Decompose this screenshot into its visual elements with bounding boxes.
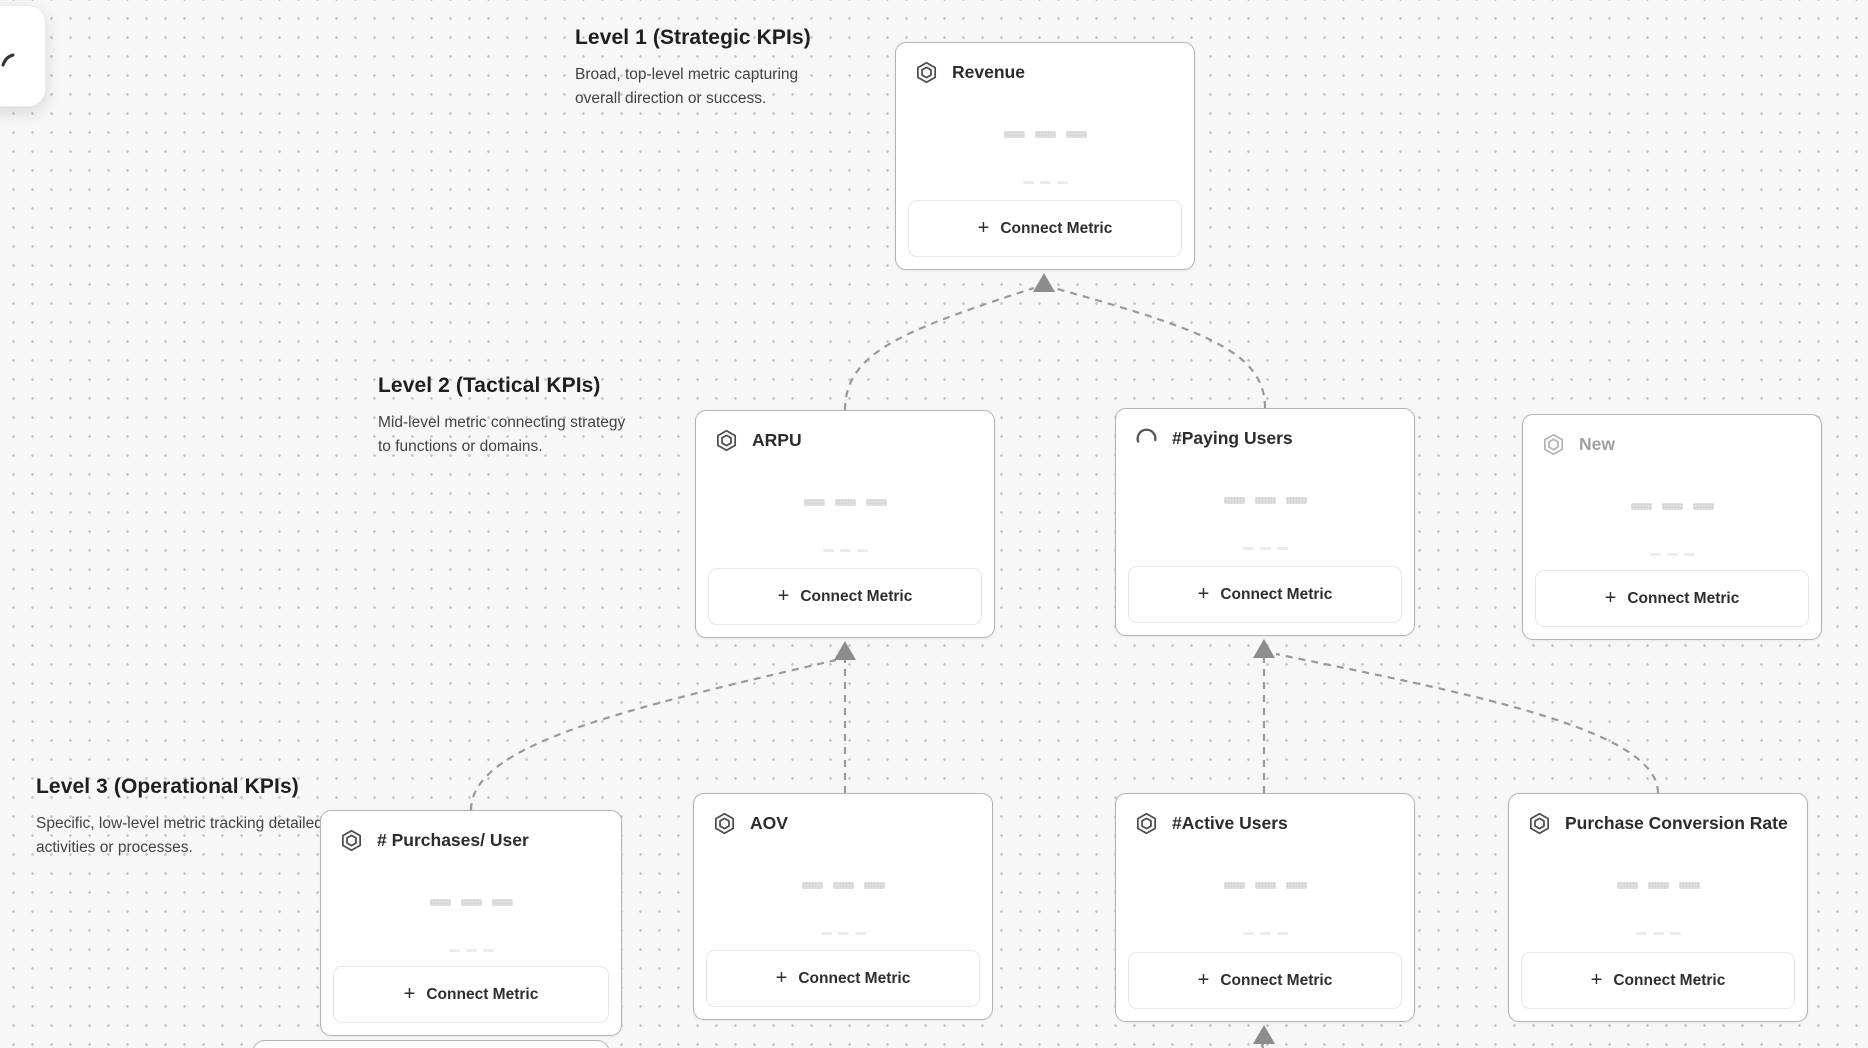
- connector-arpu-to-revenue: [843, 286, 1035, 411]
- card-title: New: [1579, 434, 1615, 454]
- plus-icon: +: [1197, 582, 1210, 605]
- arrowhead-into-activeusers: [1253, 1025, 1275, 1044]
- hexagon-icon: [916, 61, 937, 84]
- connector-below-activeusers: [1260, 1042, 1265, 1048]
- card-title: AOV: [750, 813, 788, 833]
- card-title: # Purchases/ User: [377, 830, 529, 850]
- connect-metric-label: Connect Metric: [800, 587, 913, 605]
- card-title: #Active Users: [1172, 813, 1288, 833]
- metric-card-purchases-per-user[interactable]: # Purchases/ User + Connect Metric: [320, 810, 622, 1036]
- arrowhead-into-payingusers: [1253, 639, 1275, 658]
- metric-card-partial-bottom[interactable]: [252, 1040, 610, 1048]
- metric-card-purchase-conversion-rate[interactable]: Purchase Conversion Rate + Connect Metri…: [1508, 793, 1808, 1022]
- plus-icon: +: [977, 216, 990, 239]
- plus-icon: +: [1590, 968, 1603, 991]
- hexagon-icon: [1543, 433, 1564, 456]
- hexagon-icon: [341, 829, 362, 852]
- level-2-heading: Level 2 (Tactical KPIs): [378, 374, 601, 397]
- metric-card-active-users[interactable]: #Active Users + Connect Metric: [1115, 793, 1415, 1022]
- connect-metric-button[interactable]: + Connect Metric: [333, 966, 609, 1023]
- level-1-label: Level 1 (Strategic KPIs) Broad, top-leve…: [575, 26, 843, 112]
- level-3-description: Specific, low-level metric tracking deta…: [36, 815, 323, 857]
- level-3-heading: Level 3 (Operational KPIs): [36, 775, 299, 798]
- connect-metric-button[interactable]: + Connect Metric: [1521, 952, 1795, 1009]
- metric-card-aov[interactable]: AOV + Connect Metric: [693, 793, 993, 1020]
- hexagon-icon: [1529, 812, 1550, 835]
- level-3-label: Level 3 (Operational KPIs) Specific, low…: [36, 775, 324, 861]
- cursor-icon: [1, 53, 15, 67]
- metric-card-revenue[interactable]: Revenue + Connect Metric: [895, 42, 1195, 270]
- connect-metric-button[interactable]: + Connect Metric: [708, 568, 982, 625]
- level-2-label: Level 2 (Tactical KPIs) Mid-level metric…: [378, 374, 636, 460]
- plus-icon: +: [777, 584, 790, 607]
- card-title: Purchase Conversion Rate: [1565, 813, 1788, 833]
- connector-pcr-to-payingusers: [1275, 652, 1660, 794]
- spinner-icon: [1136, 428, 1157, 443]
- level-1-heading: Level 1 (Strategic KPIs): [575, 26, 811, 49]
- connect-metric-button[interactable]: + Connect Metric: [1535, 570, 1809, 627]
- connect-metric-label: Connect Metric: [798, 969, 911, 987]
- hexagon-icon: [716, 429, 737, 452]
- level-2-description: Mid-level metric connecting strategy to …: [378, 414, 626, 456]
- plus-icon: +: [1604, 586, 1617, 609]
- hexagon-icon: [1136, 812, 1157, 835]
- floating-toolbar-fragment[interactable]: [0, 5, 46, 107]
- metric-card-paying-users[interactable]: #Paying Users + Connect Metric: [1115, 408, 1415, 636]
- connect-metric-label: Connect Metric: [1613, 971, 1726, 989]
- plus-icon: +: [403, 982, 416, 1005]
- connect-metric-button[interactable]: + Connect Metric: [706, 950, 980, 1007]
- arrowhead-into-revenue: [1033, 273, 1055, 292]
- plus-icon: +: [1197, 968, 1210, 991]
- hexagon-icon: [714, 812, 735, 835]
- connect-metric-label: Connect Metric: [1000, 219, 1113, 237]
- card-title: Revenue: [952, 62, 1025, 82]
- connect-metric-label: Connect Metric: [426, 985, 539, 1003]
- connect-metric-label: Connect Metric: [1220, 971, 1333, 989]
- metric-card-new[interactable]: New + Connect Metric: [1522, 414, 1822, 640]
- level-1-description: Broad, top-level metric capturing overal…: [575, 66, 799, 108]
- connector-purchases-to-arpu: [469, 658, 837, 811]
- connect-metric-label: Connect Metric: [1627, 589, 1740, 607]
- card-title: ARPU: [752, 430, 802, 450]
- card-title: #Paying Users: [1172, 428, 1293, 448]
- connect-metric-label: Connect Metric: [1220, 585, 1333, 603]
- plus-icon: +: [775, 966, 788, 989]
- connector-payingusers-to-revenue: [1053, 286, 1267, 409]
- arrowhead-into-arpu: [834, 641, 856, 660]
- connect-metric-button[interactable]: + Connect Metric: [1128, 952, 1402, 1009]
- metric-card-arpu[interactable]: ARPU + Connect Metric: [695, 410, 995, 638]
- connect-metric-button[interactable]: + Connect Metric: [1128, 566, 1402, 623]
- connect-metric-button[interactable]: + Connect Metric: [908, 200, 1182, 257]
